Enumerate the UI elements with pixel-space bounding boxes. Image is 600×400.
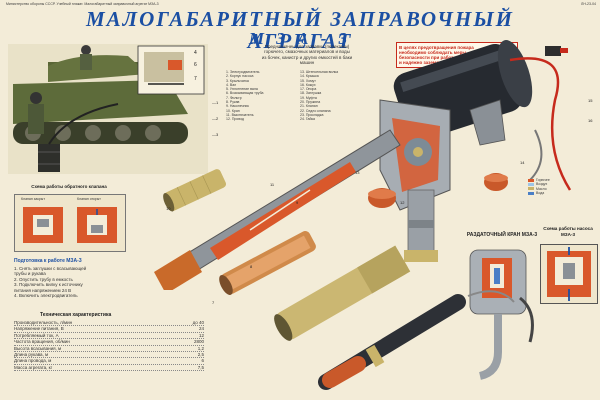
- filter-cartridge-top: [160, 168, 230, 212]
- top-strip-code: ЛН-23-04: [581, 2, 596, 6]
- valve-open-label: Клапан открыт: [77, 197, 101, 201]
- hose-illustration: [318, 282, 518, 392]
- prep-title: Подготовка к работе МЗА-3: [14, 258, 82, 264]
- check-valve-panel: Клапан закрыт Клапан открыт: [14, 194, 126, 252]
- svg-text:6: 6: [194, 62, 197, 68]
- side-legend: Горючее Воздух Масло Вода: [528, 178, 588, 195]
- pump-scheme-label: Схема работы насоса МЗА-3: [543, 226, 593, 237]
- pump-cutaway-illustration: [150, 40, 590, 290]
- intro-text: Предназначен для заправки (перекачки) го…: [261, 44, 353, 66]
- prep-text: 1. Снять заглушки с всасывающей трубы и …: [14, 266, 87, 299]
- filter-cartridge-bottom: [268, 238, 418, 348]
- valve-closed-label: Клапан закрыт: [21, 197, 45, 201]
- pump-scheme-panel: [540, 244, 598, 304]
- specs-title: Техническая характеристика: [40, 312, 112, 318]
- page-subtitle: М З А - 3: [248, 29, 352, 48]
- top-strip-text: Министерство обороны СССР. Учебный плака…: [6, 2, 159, 6]
- svg-text:4: 4: [194, 50, 197, 56]
- filter-cartridge-middle: [212, 222, 322, 302]
- check-valve-title: Схема работы обратного клапана: [31, 184, 107, 189]
- crane-label: РАЗДАТОЧНЫЙ КРАН МЗА-3: [466, 232, 538, 238]
- tank-refuel-illustration: 4 6 7: [8, 44, 208, 174]
- page-title: МАЛОГАБАРИТНЫЙ ЗАПРАВОЧНЫЙ АГРЕГАТ: [85, 7, 515, 53]
- svg-text:7: 7: [194, 76, 197, 82]
